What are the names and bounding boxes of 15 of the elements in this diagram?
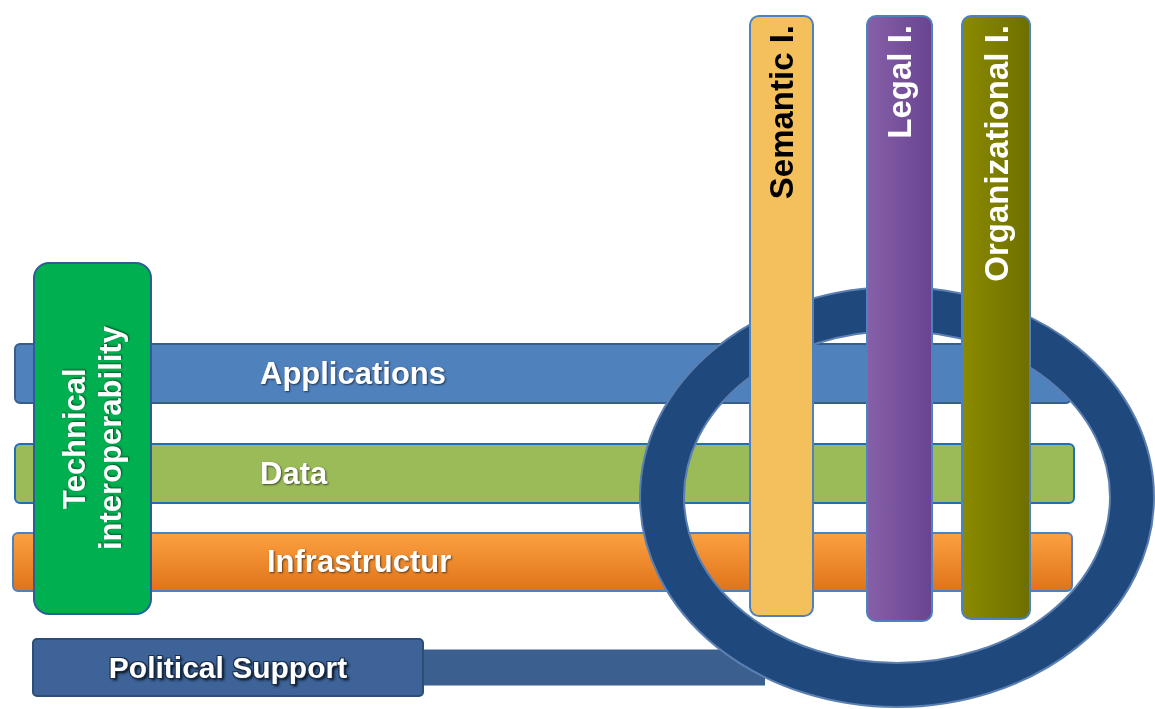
ellipse-ring [639,286,1155,708]
bar-label: Infrastructur [267,544,452,580]
column-bar [866,15,933,622]
column-label: Semantic I. [765,25,798,200]
bar-label: Applications [260,355,446,392]
bar-label: Data [260,455,328,492]
bar-label: Political Support [108,650,348,685]
column-bar [749,15,814,617]
connector-bar [424,649,765,686]
column-bar [961,15,1031,620]
column-label: Organizational I. [979,25,1013,282]
vertical-bar [33,262,152,615]
column-label: Legal I. [883,25,916,139]
bar-label: Technical interoperability [56,325,129,553]
label-bar [32,638,424,697]
